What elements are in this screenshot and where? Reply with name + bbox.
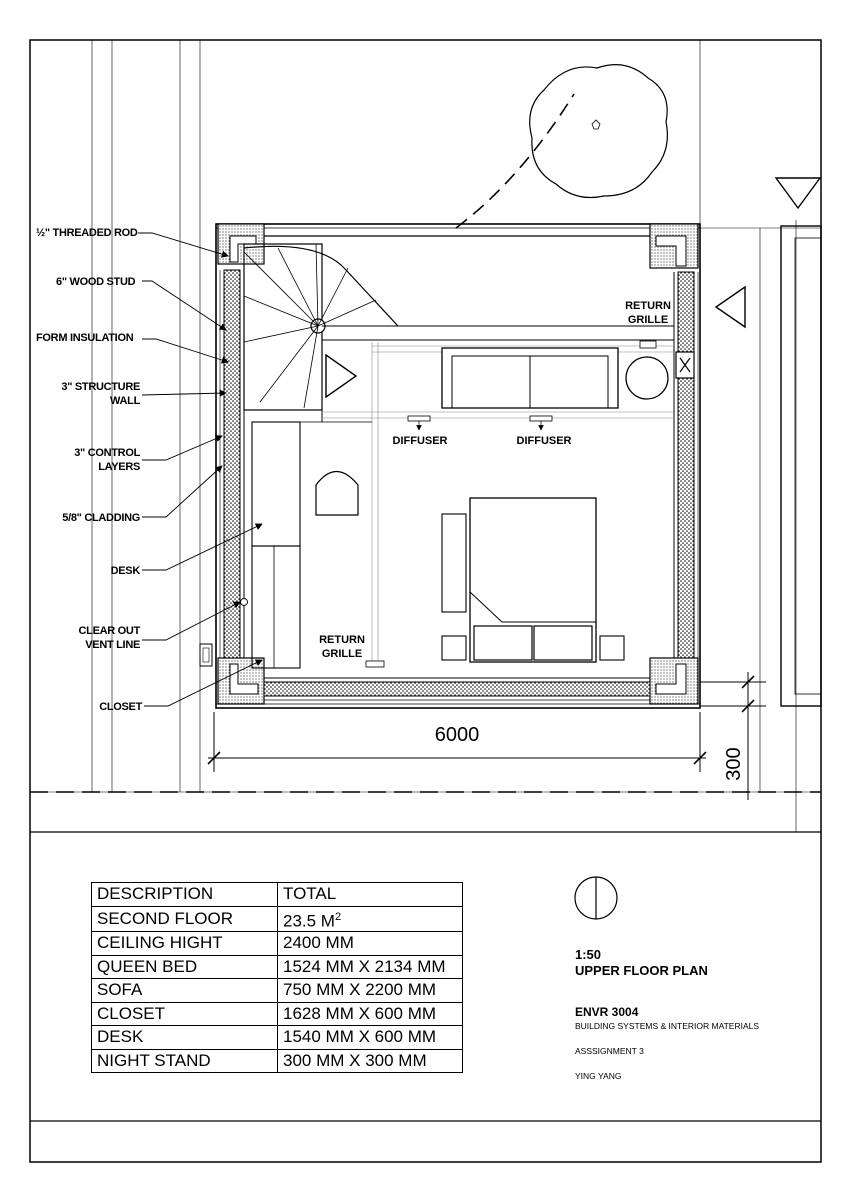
section-marker-stair	[325, 353, 358, 399]
dimension-width: 6000	[435, 724, 480, 746]
table-cell: 300 MM X 300 MM	[277, 1048, 463, 1074]
table-cell: DESK	[91, 1025, 278, 1050]
dimension-lines	[207, 672, 766, 800]
table-cell: 1628 MM X 600 MM	[277, 1001, 463, 1027]
round-table	[625, 356, 669, 400]
table-cell: 23.5 M2	[277, 905, 463, 933]
building-walls	[199, 223, 701, 709]
table-header-cell: TOTAL	[277, 882, 463, 907]
callout-form-insulation: FORM INSULATION	[36, 332, 134, 344]
table-header-cell: DESCRIPTION	[91, 882, 278, 907]
drawing-scale: 1:50	[575, 947, 602, 962]
table-cell: CLOSET	[91, 1001, 278, 1027]
table-cell: SOFA	[91, 978, 278, 1003]
table-row: SECOND FLOOR 23.5 M2	[91, 905, 463, 933]
callout-leaders	[138, 232, 263, 707]
sofa	[441, 347, 619, 409]
table-cell: NIGHT STAND	[91, 1048, 278, 1074]
course-code: ENVR 3004	[575, 1005, 639, 1019]
table-row: QUEEN BED 1524 MM X 2134 MM	[91, 954, 463, 980]
spiral-stair	[243, 243, 674, 422]
callout-structure-wall-1: 3" STRUCTURE	[61, 381, 140, 393]
callout-wood-stud: 6" WOOD STUD	[56, 276, 136, 288]
area-exponent: 2	[334, 910, 342, 923]
door-swing-arc	[455, 93, 575, 229]
section-marker-top	[774, 177, 822, 210]
label-return-grille-bottom-1: RETURN	[319, 634, 365, 646]
table-cell: QUEEN BED	[91, 954, 278, 980]
label-return-grille-top-1: RETURN	[625, 300, 671, 312]
table-cell: CEILING HIGHT	[91, 931, 278, 956]
callout-desk: DESK	[111, 565, 141, 577]
table-row: NIGHT STAND 300 MM X 300 MM	[91, 1048, 463, 1074]
north-arrow-icon	[574, 876, 618, 920]
tree-symbol	[529, 64, 668, 199]
desk-closet	[240, 421, 372, 669]
callout-structure-wall-2: WALL	[110, 395, 141, 407]
callout-vent-line-2: VENT LINE	[85, 639, 140, 651]
callout-closet: CLOSET	[99, 701, 142, 713]
schedule-table: DESCRIPTION TOTAL SECOND FLOOR 23.5 M2 C…	[91, 882, 463, 1074]
callout-control-layers-2: LAYERS	[98, 461, 140, 473]
table-row: DESCRIPTION TOTAL	[91, 882, 463, 907]
area-value: 23.5 M	[283, 911, 335, 931]
callout-control-layers-1: 3" CONTROL	[74, 447, 140, 459]
label-return-grille-top-2: GRILLE	[628, 314, 668, 326]
label-return-grille-bottom-2: GRILLE	[322, 648, 362, 660]
table-cell: 1524 MM X 2134 MM	[277, 954, 463, 980]
table-row: CEILING HIGHT 2400 MM	[91, 931, 463, 956]
label-diffuser-2: DIFFUSER	[517, 435, 572, 447]
section-marker-right	[714, 285, 746, 329]
callout-cladding: 5/8" CLADDING	[62, 512, 140, 524]
table-cell: 2400 MM	[277, 931, 463, 956]
author-name: YING YANG	[575, 1071, 622, 1081]
table-row: DESK 1540 MM X 600 MM	[91, 1025, 463, 1050]
table-row: CLOSET 1628 MM X 600 MM	[91, 1001, 463, 1027]
adjacent-building	[780, 225, 822, 707]
desk-chair	[315, 470, 359, 516]
table-cell: 750 MM X 2200 MM	[277, 978, 463, 1003]
dimension-offset: 300	[723, 747, 745, 780]
table-cell: SECOND FLOOR	[91, 905, 278, 933]
table-cell: 1540 MM X 600 MM	[277, 1025, 463, 1050]
drawing-title: UPPER FLOOR PLAN	[575, 963, 708, 978]
callout-vent-line-1: CLEAR OUT	[79, 625, 141, 637]
queen-bed	[441, 497, 625, 663]
course-name: BUILDING SYSTEMS & INTERIOR MATERIALS	[575, 1021, 760, 1031]
callout-threaded-rod: ½" THREADED ROD	[36, 227, 138, 239]
assignment-label: ASSSIGNMENT 3	[575, 1046, 644, 1056]
label-diffuser-1: DIFFUSER	[393, 435, 448, 447]
table-row: SOFA 750 MM X 2200 MM	[91, 978, 463, 1003]
